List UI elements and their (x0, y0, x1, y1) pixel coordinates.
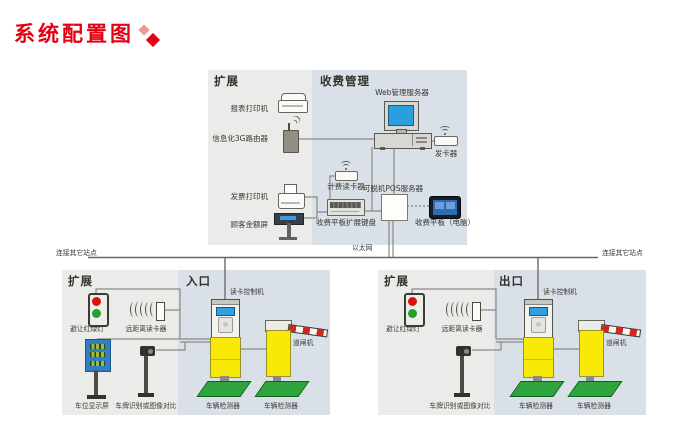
exit-controller-label: 读卡控制机 (543, 288, 577, 296)
billing-reader-icon (335, 161, 359, 181)
space-display-base (87, 395, 106, 399)
exit-controller-icon (524, 299, 553, 339)
long-range-reader-icon (156, 302, 165, 321)
fee-tablet-icon (429, 196, 461, 219)
report-printer-label: 报表打印机 (230, 104, 269, 113)
entrance-barrier-foot (273, 376, 281, 381)
long-range-reader-icon (472, 302, 481, 321)
entrance-controller-body (210, 337, 241, 378)
web-server-icon (374, 101, 432, 150)
exit-expand-header: 扩展 (384, 274, 409, 288)
customer-display-label: 顾客金额屏 (230, 220, 269, 229)
card-issuer-label: 发卡器 (434, 149, 458, 158)
exit-controller-body (523, 337, 554, 378)
exit-detector-a-label: 车辆检测器 (519, 402, 553, 410)
traffic-light-icon (88, 293, 109, 327)
connect-other-sites-left-label: 连接其它站点 (56, 249, 97, 257)
rf-wave-icon (451, 302, 458, 317)
exit-controller-foot (533, 376, 542, 382)
entrance-header: 入口 (186, 274, 211, 288)
exit-expand-panel (378, 270, 494, 415)
camera-label: 车牌识别或图像对比 (429, 402, 491, 410)
exit-barrier-label: 道闸机 (606, 339, 627, 347)
camera-icon (456, 346, 471, 356)
top-expand-header: 扩展 (214, 74, 239, 88)
camera-base (138, 393, 154, 397)
exit-barrier-foot (586, 376, 594, 381)
exit-detector-b-label: 车辆检测器 (577, 402, 611, 410)
space-display-pole (94, 370, 98, 396)
rf-wave-icon (466, 302, 473, 317)
customer-display-icon (274, 213, 304, 241)
keyboard-label: 收费平板扩展键盘 (316, 218, 376, 227)
entrance-barrier-label: 道闸机 (293, 339, 314, 347)
keyboard-icon (327, 199, 365, 216)
report-printer-icon (278, 93, 308, 113)
rf-wave-icon (446, 302, 453, 317)
green-light (92, 309, 101, 318)
rf-wave-icon (461, 302, 468, 317)
rf-wave-icon (130, 302, 137, 317)
invoice-printer-label: 发票打印机 (230, 192, 269, 201)
green-light (408, 309, 417, 318)
rf-wave-icon (150, 302, 157, 317)
connect-other-sites-right-label: 连接其它站点 (602, 249, 643, 257)
ethernet-label: 以太网 (352, 244, 373, 252)
space-display-label: 车位显示屏 (75, 402, 109, 410)
rf-wave-icon (145, 302, 152, 317)
camera-base (454, 393, 470, 397)
pos-server-label: 可脱机POS服务器 (362, 184, 424, 193)
card-issuer-icon (434, 126, 458, 146)
entrance-controller-icon (211, 299, 240, 339)
fee-management-header: 收费管理 (320, 74, 370, 88)
entrance-detector-b-label: 车辆检测器 (264, 402, 298, 410)
entrance-controller-foot (220, 376, 229, 382)
fee-tablet-label: 收费平板（电脑） (415, 218, 475, 227)
page-title: 系统配置图 (14, 22, 134, 46)
entrance-controller-label: 读卡控制机 (230, 288, 264, 296)
rf-wave-icon (140, 302, 147, 317)
router-3g-label: 信息化3G路由器 (212, 134, 268, 143)
space-display-icon (85, 339, 111, 372)
billing-reader-label: 计费读卡器 (327, 182, 365, 191)
traffic-light-icon (404, 293, 425, 327)
traffic-light-label: 避让红绿灯 (70, 325, 104, 333)
long-range-reader-label: 远距离读卡器 (441, 325, 483, 333)
camera-label: 车牌识别或图像对比 (115, 402, 177, 410)
camera-pole (144, 356, 148, 394)
web-server-label: Web管理服务器 (375, 88, 429, 97)
entrance-barrier-icon (266, 330, 291, 377)
exit-barrier-icon (579, 330, 604, 377)
red-light (92, 297, 101, 306)
entrance-expand-header: 扩展 (68, 274, 93, 288)
rf-wave-icon (135, 302, 142, 317)
camera-icon (140, 346, 155, 356)
pos-server-icon (381, 194, 408, 221)
camera-pole (460, 356, 464, 394)
invoice-printer-icon (278, 184, 305, 209)
router-3g-icon (281, 114, 305, 153)
entrance-detector-a-label: 车辆检测器 (206, 402, 240, 410)
rf-wave-icon (456, 302, 463, 317)
long-range-reader-label: 远距离读卡器 (125, 325, 167, 333)
exit-header: 出口 (499, 274, 524, 288)
entrance-expand-panel (62, 270, 178, 415)
traffic-light-label: 避让红绿灯 (386, 325, 420, 333)
red-light (408, 297, 417, 306)
